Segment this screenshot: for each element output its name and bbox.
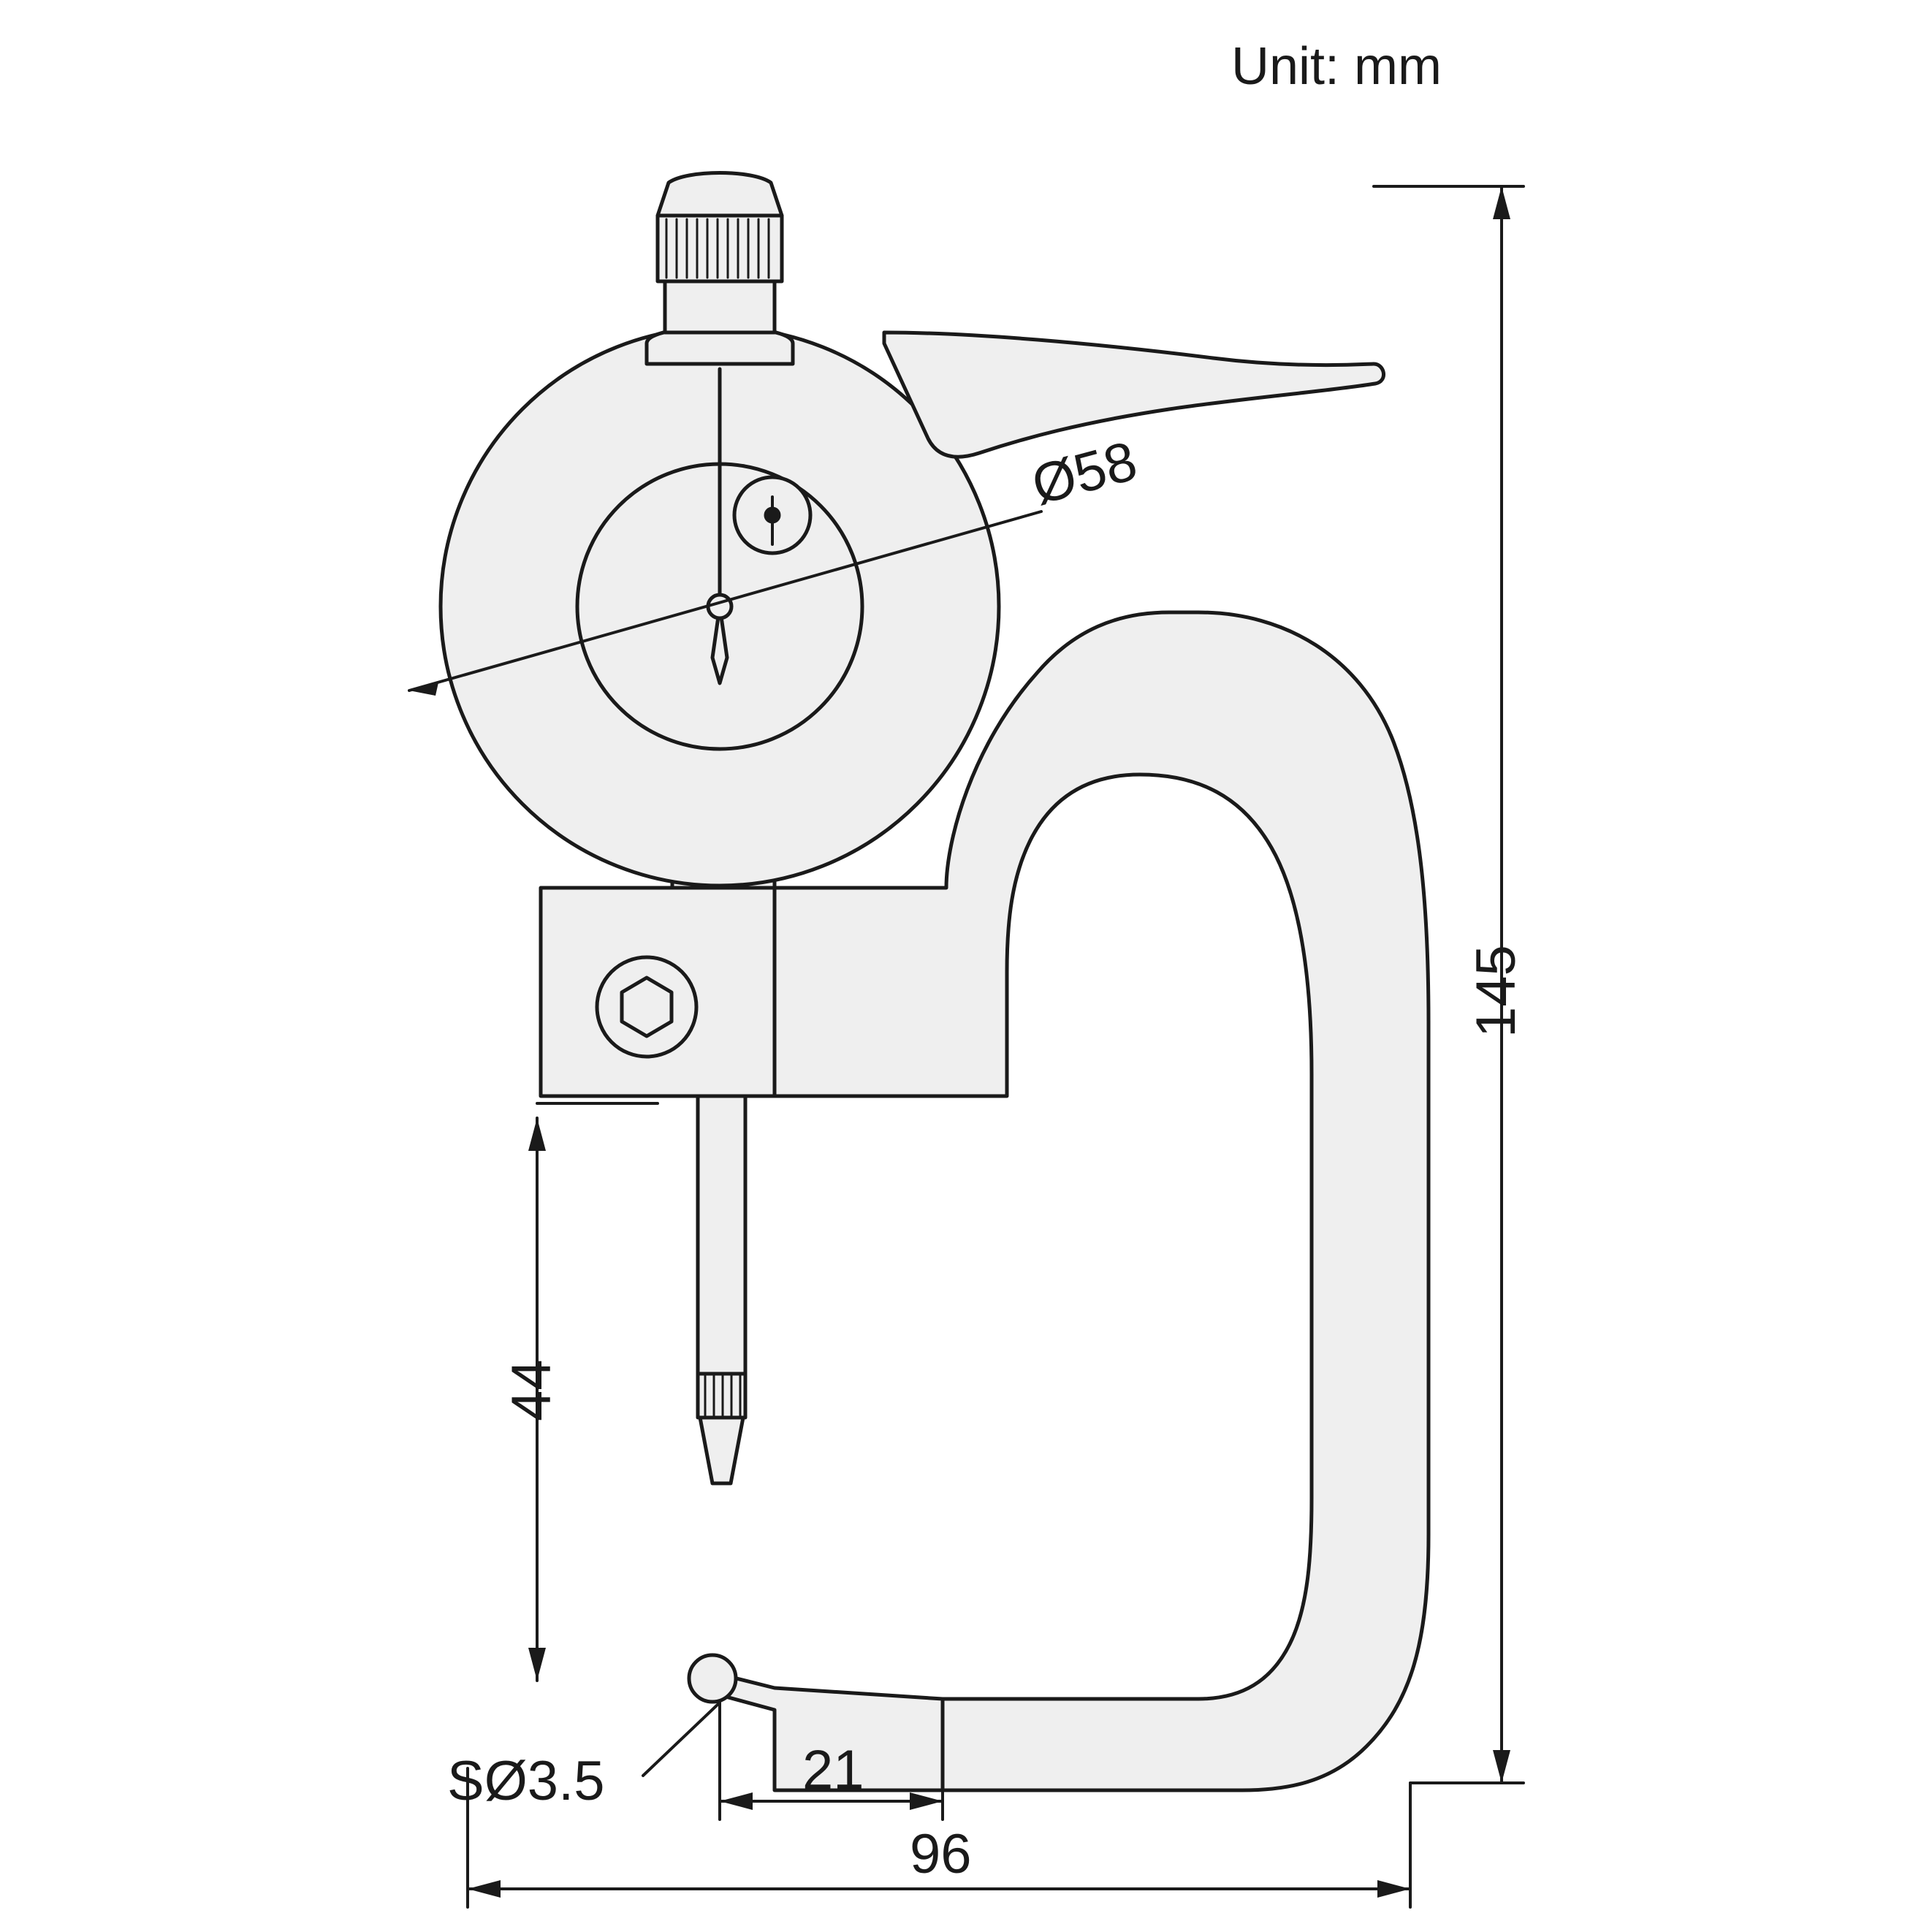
c-frame-body — [772, 610, 1431, 1792]
hex-socket-icon — [620, 975, 674, 1038]
unit-note: Unit: mm — [1231, 37, 1442, 96]
width-arrow-left — [468, 1880, 501, 1898]
spindle-knurl-lines — [704, 1374, 742, 1418]
sphere-leader-line — [642, 1701, 721, 1777]
diameter-leader-line — [408, 510, 1043, 692]
dial-stem — [663, 279, 777, 335]
revolution-hub — [764, 506, 781, 524]
depth-arrow-top — [528, 1118, 546, 1151]
dimension-label-throat-depth: 44 — [501, 1359, 563, 1421]
offset-arrow-right — [910, 1792, 943, 1810]
dial-hub — [706, 593, 734, 620]
spherical-anvil — [687, 1653, 738, 1704]
width-arrow-right — [1377, 1880, 1410, 1898]
lifting-lever — [882, 330, 1385, 459]
spindle-contact-point — [698, 1415, 745, 1486]
dial-pointer-tail — [710, 604, 729, 685]
dimension-label-anvil-offset: 21 — [802, 1739, 864, 1801]
height-arrow-top — [1493, 186, 1510, 219]
dimension-lines — [408, 185, 1525, 1909]
diameter-arrow — [409, 682, 438, 696]
dimension-label-overall-height: 145 — [1465, 945, 1527, 1038]
height-arrow-bottom — [1493, 1750, 1510, 1783]
depth-arrow-bottom — [528, 1648, 546, 1681]
dimension-label-overall-width: 96 — [910, 1823, 972, 1885]
knurled-cap-lines — [665, 218, 770, 279]
dimension-label-anvil-sphere: SØ3.5 — [447, 1750, 605, 1812]
frame-outline — [772, 610, 1431, 1792]
cap-top — [655, 171, 784, 218]
offset-arrow-left — [720, 1792, 753, 1810]
spindle-shaft — [696, 1094, 748, 1376]
